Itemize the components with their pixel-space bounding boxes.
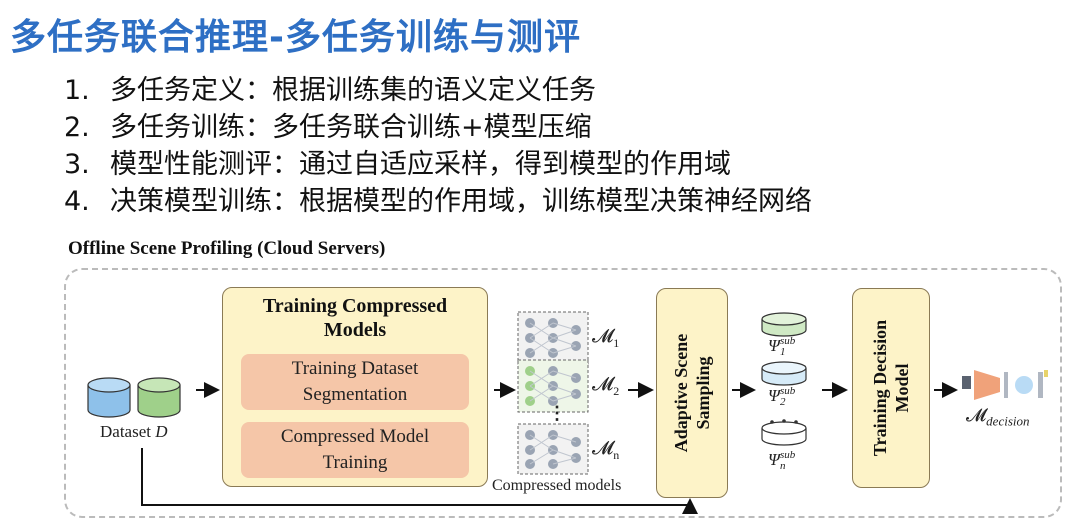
psi-n-sup: sub bbox=[779, 449, 796, 462]
page-title: 多任务联合推理-多任务训练与测评 bbox=[10, 17, 581, 58]
step-item: 4. 决策模型训练：根据模型的作用域，训练模型决策神经网络 bbox=[64, 183, 812, 220]
model-1-base: 𝓜 bbox=[592, 326, 614, 347]
step-text: 决策模型训练：根据模型的作用域，训练模型决策神经网络 bbox=[110, 186, 812, 217]
step-item: 1. 多任务定义：根据训练集的语义定义任务 bbox=[64, 72, 812, 109]
segmentation-line1: Training Dataset bbox=[291, 358, 419, 379]
psi-2-sub: 2 bbox=[779, 396, 786, 409]
model-2-base: 𝓜 bbox=[592, 374, 614, 395]
network-thumbnail-2-icon bbox=[517, 359, 589, 413]
training-box-title: Training Compressed Models bbox=[223, 294, 487, 342]
models-ellipsis: ⋮ bbox=[548, 403, 566, 423]
step-number: 1. bbox=[64, 75, 90, 106]
decision-line2: Model bbox=[892, 363, 912, 413]
network-thumbnail-1-icon bbox=[517, 311, 589, 365]
decision-model-label: 𝓜decision bbox=[966, 405, 1030, 430]
step-text: 模型性能测评：通过自适应采样，得到模型的作用域 bbox=[110, 149, 731, 180]
step-number: 2. bbox=[64, 112, 90, 143]
sampling-box-label: Adaptive Scene Sampling bbox=[670, 334, 714, 453]
dataset-symbol: D bbox=[155, 422, 168, 441]
diagram-subtitle: Offline Scene Profiling (Cloud Servers) bbox=[68, 238, 386, 259]
dataset-segmentation-box: Training Dataset Segmentation bbox=[241, 354, 469, 410]
steps-list: 1. 多任务定义：根据训练集的语义定义任务 2. 多任务训练：多任务联合训练+模型压… bbox=[64, 72, 812, 220]
psi-cylinder-n-icon bbox=[761, 419, 807, 446]
psi-2-base: Ψ bbox=[768, 386, 780, 405]
adaptive-scene-sampling-box: Adaptive Scene Sampling bbox=[656, 288, 728, 498]
sampling-line2: Sampling bbox=[693, 356, 713, 430]
model-training-line2: Training bbox=[322, 452, 388, 473]
psi-1-sub: 1 bbox=[779, 346, 786, 359]
training-box-title-line1: Training Compressed bbox=[262, 295, 448, 317]
dataset-cylinder-green-icon bbox=[137, 377, 181, 418]
model-label-1: 𝓜1 bbox=[592, 326, 619, 351]
network-thumbnail-n-icon bbox=[517, 423, 589, 475]
training-box-title-line2: Models bbox=[323, 319, 387, 341]
sampling-line1: Adaptive Scene bbox=[671, 333, 691, 453]
psi-cylinder-1-icon bbox=[761, 312, 807, 337]
step-number: 4. bbox=[64, 186, 90, 217]
model-1-sub: 1 bbox=[613, 335, 620, 350]
psi-cylinder-2-icon bbox=[761, 361, 807, 386]
segmentation-line2: Segmentation bbox=[302, 384, 408, 405]
dataset-cylinder-blue-icon bbox=[87, 377, 131, 418]
model-training-line1: Compressed Model bbox=[280, 426, 430, 447]
decision-model-base: 𝓜 bbox=[966, 405, 987, 425]
decision-box-label: Training Decision Model bbox=[869, 320, 913, 456]
compressed-model-training-box: Compressed Model Training bbox=[241, 422, 469, 478]
model-label-2: 𝓜2 bbox=[592, 374, 619, 399]
decision-model-sub: decision bbox=[986, 413, 1030, 429]
diagram-frame bbox=[64, 268, 1062, 518]
training-compressed-models-box: Training Compressed Models Training Data… bbox=[222, 287, 488, 487]
compressed-models-label: Compressed models bbox=[492, 477, 622, 494]
psi-n-base: Ψ bbox=[768, 450, 780, 469]
psi-1-base: Ψ bbox=[768, 336, 780, 355]
decision-network-icon bbox=[962, 370, 1048, 400]
psi-n-sub: n bbox=[779, 460, 786, 473]
model-n-base: 𝓜 bbox=[592, 438, 614, 459]
training-decision-model-box: Training Decision Model bbox=[852, 288, 930, 488]
arrow-dataset-to-sampling bbox=[141, 448, 698, 514]
model-label-n: 𝓜n bbox=[592, 438, 619, 463]
step-item: 3. 模型性能测评：通过自适应采样，得到模型的作用域 bbox=[64, 146, 812, 183]
model-n-sub: n bbox=[613, 447, 620, 462]
step-text: 多任务训练：多任务联合训练+模型压缩 bbox=[110, 112, 592, 143]
psi-1-sup: sub bbox=[779, 335, 796, 348]
decision-line1: Training Decision bbox=[870, 319, 890, 457]
dataset-label-text: Dataset bbox=[100, 422, 151, 441]
psi-2-sup: sub bbox=[779, 385, 796, 398]
dataset-label: Dataset D bbox=[100, 422, 168, 442]
step-text: 多任务定义：根据训练集的语义定义任务 bbox=[110, 75, 596, 106]
model-2-sub: 2 bbox=[613, 383, 620, 398]
step-item: 2. 多任务训练：多任务联合训练+模型压缩 bbox=[64, 109, 812, 146]
step-number: 3. bbox=[64, 149, 90, 180]
